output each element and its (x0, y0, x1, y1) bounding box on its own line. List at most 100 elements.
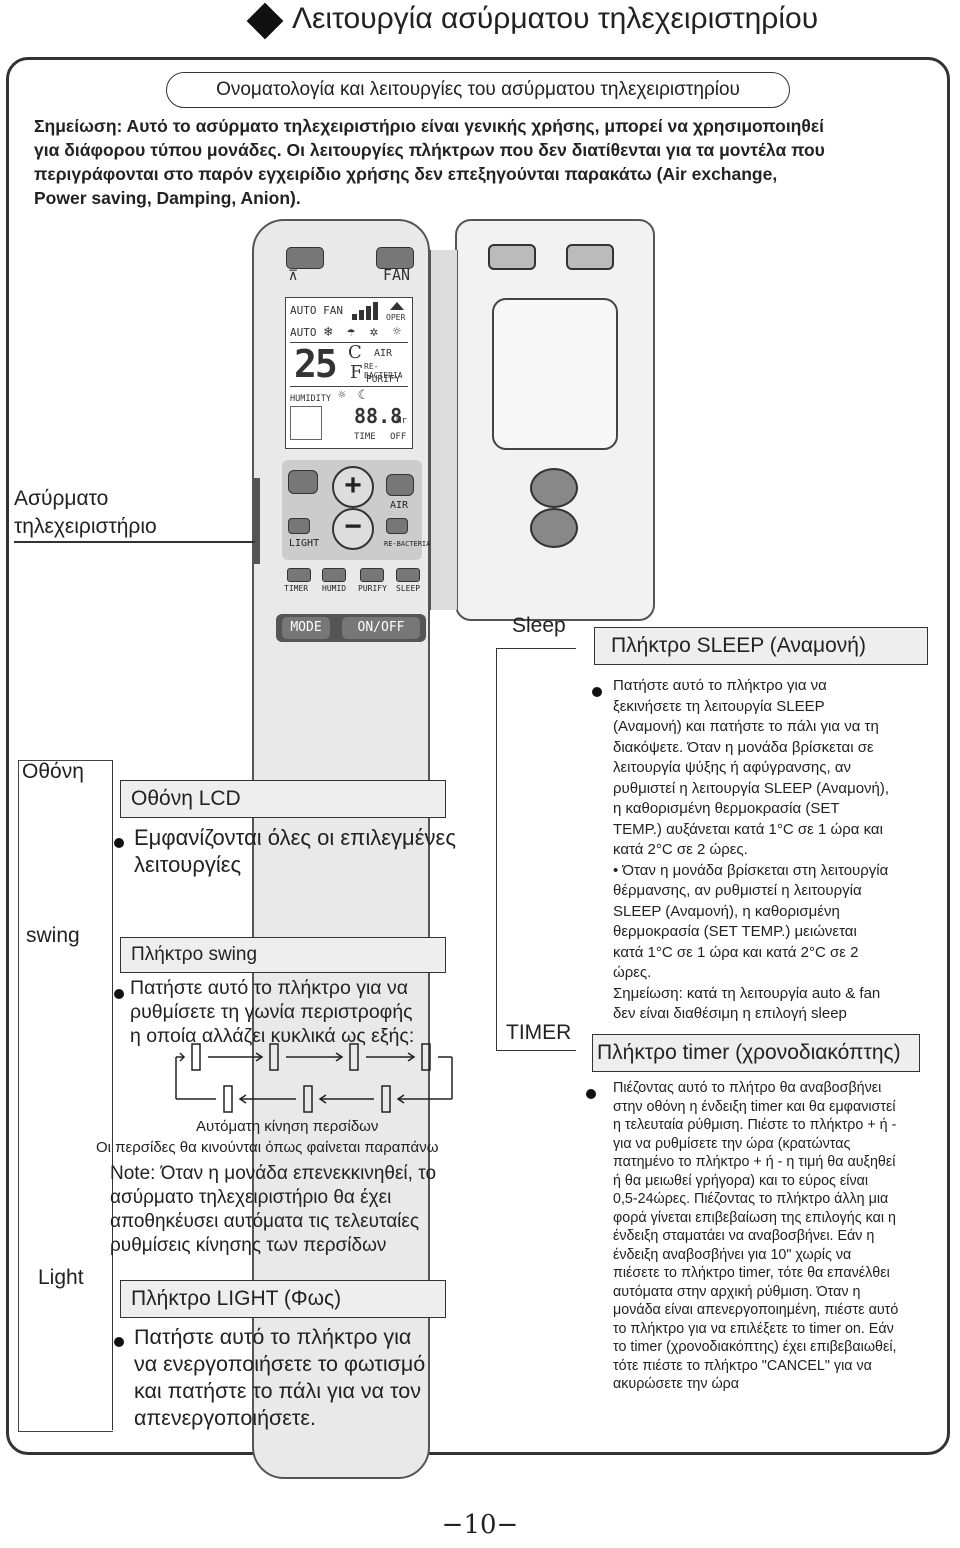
lcd-purify: PURIFY (366, 374, 401, 385)
lcd-re-bacteria: RE-BACTERIA (364, 362, 403, 380)
fan-label: FAN (383, 266, 411, 284)
sleep-label: Sleep (512, 614, 566, 637)
timer-line: Πιέζοντας αυτό το πλήτρο θα αναβοσβήνει (613, 1080, 882, 1096)
swing-description: Πατήστε αυτό το πλήκτρο για να ρυθμίσετε… (130, 976, 414, 1048)
louver-movement-caption: Οι περσίδες θα κινούνται όπως φαίνεται π… (96, 1139, 439, 1156)
page-title: Λειτουργία ασύρματου τηλεχειριστηρίου (292, 2, 819, 35)
sleep-heading-box: Πλήκτρο SLEEP (Αναμονή) (594, 627, 928, 665)
note-line: για διάφορου τύπου μονάδες. Οι λειτουργί… (34, 140, 825, 160)
purify-button[interactable] (360, 568, 384, 582)
sleep-line: θερμοκρασία (SET TEMP.) μειώνεται (613, 923, 857, 940)
re-bacteria-label: RE-BACTERIA (384, 540, 431, 548)
cover-button-icon (530, 468, 578, 508)
sleep-line: δεν είναι διαθέσιμη η επιλογή sleep (613, 1005, 847, 1022)
intro-note: Σημείωση: Αυτό το ασύρματο τηλεχειριστήρ… (34, 114, 934, 210)
sleep-line: Πατήστε αυτό το πλήκτρο για να (613, 677, 827, 694)
sleep-line: κατά 1°C σε 1 ώρα και κατά 2°C σε 2 (613, 943, 859, 961)
timer-line: ένδειξη σταματάει να αναβοσβήνει. Εάν η (613, 1228, 875, 1244)
minus-button[interactable]: − (332, 508, 374, 550)
sleep-line: (Αναμονή) και πατήστε το πάλι για να τη (613, 718, 879, 735)
bullet-icon (592, 684, 602, 702)
louver-icon (269, 1043, 279, 1071)
lcd-celsius: C (348, 342, 362, 363)
louver-cycle-diagram (175, 1043, 453, 1113)
louver-icon (349, 1043, 359, 1071)
timer-line: ή θα μειωθεί γρήγορα) και το εύρος είναι (613, 1172, 869, 1189)
right-leader-line (496, 648, 576, 649)
swing-button[interactable] (286, 247, 324, 269)
page-number: −10− (441, 1510, 519, 1540)
note-line: περιγράφονται στο παρόν εγχειρίδιο χρήση… (34, 164, 778, 184)
swing-heading-box: Πλήκτρο swing (120, 937, 446, 973)
light-side-label: Light (38, 1266, 84, 1289)
note-line: Power saving, Damping, Anion). (34, 188, 301, 208)
louver-icon (381, 1085, 391, 1113)
lcd-fahrenheit: F (350, 362, 363, 383)
timer-line: πιέσετε το πλήκτρο timer, τότε θα επανέλ… (613, 1265, 890, 1281)
light-line: Πατήστε αυτό το πλήκτρο για (134, 1325, 412, 1349)
timer-line: το timer (χρονοδιακόπτης) έχει επιβεβαιω… (613, 1339, 897, 1355)
light-label: LIGHT (289, 538, 320, 549)
timer-line: η τελευταία ρύθμιση. Πιέστε το πλήκτρο +… (613, 1117, 897, 1133)
sleep-line: θέρμανσης, αν ρυθμιστεί η λειτουργία (613, 882, 862, 899)
light-line: και πατήστε το πάλι για να τον (134, 1379, 421, 1403)
lcd-air: AIR (374, 348, 393, 359)
louver-icon (191, 1043, 201, 1071)
bullet-icon (114, 1334, 124, 1352)
sleep-line: η καθορισμένη θερμοκρασία (SET (613, 800, 840, 817)
cover-tab-right (566, 244, 614, 270)
louver-icon (290, 406, 322, 440)
humid-button[interactable] (322, 568, 346, 582)
cover-hinge (430, 250, 458, 610)
timer-line: μονάδα είναι απενεργοποιημένη, πιέστε αυ… (613, 1302, 899, 1318)
louver-note-line: ασύρματο τηλεχειριστήριο θα έχει (110, 1187, 392, 1208)
lcd-divider (290, 342, 408, 343)
air-button[interactable] (386, 474, 414, 496)
bullet-icon (114, 835, 124, 853)
louver-icon (223, 1085, 233, 1113)
timer-line: 0,5-24ώρες. Πιέζοντας το πλήκτρο άλλη μι… (613, 1191, 889, 1207)
plus-button[interactable]: + (332, 466, 374, 508)
lcd-off: OFF (390, 432, 407, 442)
light-upper-button[interactable] (288, 470, 318, 494)
lcd-auto-fan: AUTO FAN (290, 304, 343, 317)
lcd-timer-digits: 88.8 (354, 404, 403, 428)
louver-note-line: ρυθμίσεις κίνησης των περσίδων (110, 1235, 387, 1256)
light-button[interactable] (288, 518, 310, 534)
sleep-line: Σημείωση: κατά τη λειτουργία auto & fan (613, 984, 881, 1002)
content-frame (6, 57, 950, 1455)
timer-button[interactable] (287, 568, 311, 582)
note-line: Σημείωση: Αυτό το ασύρματο τηλεχειριστήρ… (34, 116, 825, 136)
louver-note-line: αποθηκέυσει αυτόματα τις τελευταίες (110, 1211, 420, 1232)
on-off-button[interactable]: ON/OFF (342, 617, 420, 639)
light-heading-box: Πλήκτρο LIGHT (Φως) (120, 1280, 446, 1318)
swing-line: ρυθμίσετε τη γωνία περιστροφής (130, 1001, 413, 1023)
fan-button[interactable] (376, 247, 414, 269)
sleep-button[interactable] (396, 568, 420, 582)
diamond-bullet-icon (246, 2, 284, 40)
louver-icon (303, 1085, 313, 1113)
timer-line: το πλήκτρο για να επιλέξετε το timer on.… (613, 1320, 894, 1337)
re-bacteria-button[interactable] (386, 518, 408, 534)
light-sleep-icons: ☼ ☾ (338, 388, 368, 403)
remote-label: τηλεχειριστήριο (14, 515, 157, 538)
timer-line: ένδειξη αναβοσβήνει για 10" χωρίς να (613, 1246, 852, 1263)
louver-note-line: Note: Όταν η μονάδα επενεκκινηθεί, το (110, 1163, 437, 1184)
remote-label: Ασύρματο (14, 487, 109, 510)
lcd-description: λειτουργίες (134, 852, 242, 877)
screen-label: Οθόνη (22, 760, 84, 783)
sleep-label: SLEEP (396, 584, 421, 593)
swing-icon: ⊼ (288, 267, 299, 283)
timer-line: φορά γίνεται επιβεβαίωση της επιλογής κα… (613, 1209, 896, 1226)
humid-label: HUMID (322, 584, 347, 593)
lcd-auto: AUTO (290, 326, 317, 339)
swing-label: swing (26, 924, 80, 947)
lcd-heading-box: Οθόνη LCD (120, 780, 446, 818)
light-description: Πατήστε αυτό το πλήκτρο για να ενεργοποι… (134, 1324, 425, 1432)
mode-button[interactable]: MODE (282, 617, 330, 639)
purify-label: PURIFY (358, 584, 387, 593)
sleep-line: • Όταν η μονάδα βρίσκεται στη λειτουργία (613, 861, 889, 879)
sleep-line: ξεκινήσετε τη λειτουργία SLEEP (613, 697, 825, 715)
light-line: απενεργοποιήσετε. (134, 1406, 316, 1430)
air-label: AIR (390, 500, 409, 511)
